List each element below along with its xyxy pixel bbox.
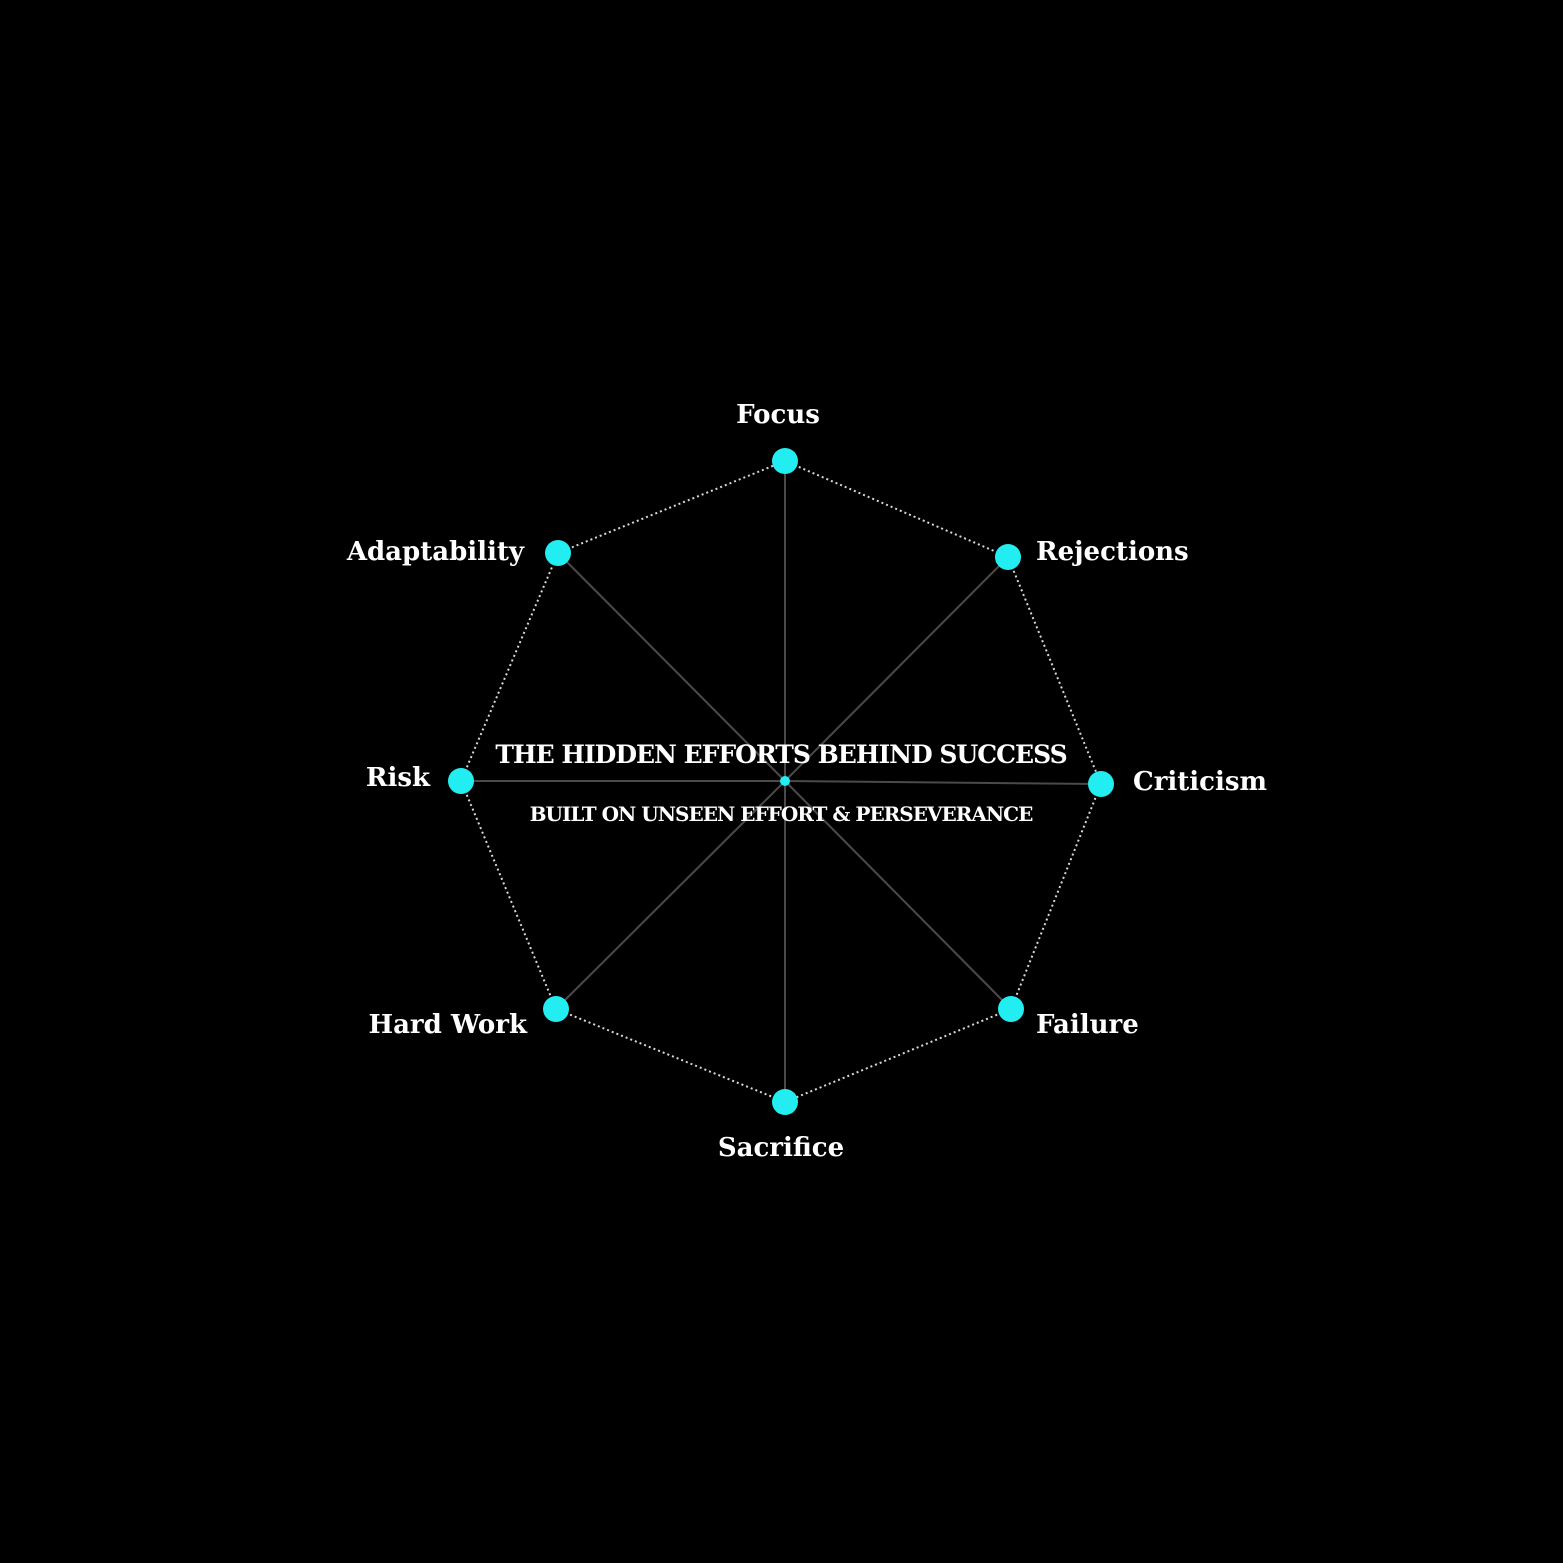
node-risk xyxy=(448,768,474,794)
node-rejections xyxy=(995,544,1021,570)
node-label-sacrifice: Sacrifice xyxy=(718,1133,844,1163)
node-label-criticism: Criticism xyxy=(1133,767,1267,797)
node-sacrifice xyxy=(772,1089,798,1115)
spoke-criticism xyxy=(784,780,1102,785)
ring-segment-sacrifice xyxy=(555,1008,786,1103)
spoke-adaptability xyxy=(557,552,786,782)
octagon-ring xyxy=(460,460,1102,1103)
node-criticism xyxy=(1088,771,1114,797)
node-label-failure: Failure xyxy=(1036,1010,1139,1040)
spokes xyxy=(461,461,1102,1102)
ring-segment-adaptability xyxy=(557,460,786,554)
node-labels: FocusRejectionsCriticismFailureSacrifice… xyxy=(346,400,1267,1163)
node-label-rejections: Rejections xyxy=(1036,537,1189,567)
node-hard-work xyxy=(543,996,569,1022)
spoke-failure xyxy=(784,780,1012,1010)
node-label-focus: Focus xyxy=(736,400,820,430)
spoke-rejections xyxy=(784,556,1009,782)
node-focus xyxy=(772,448,798,474)
node-failure xyxy=(998,996,1024,1022)
node-label-hard-work: Hard Work xyxy=(369,1010,528,1040)
diagram-title: THE HIDDEN EFFORTS BEHIND SUCCESS xyxy=(495,740,1066,769)
ring-segment-criticism xyxy=(1010,783,1102,1010)
center-dot xyxy=(780,776,790,786)
nodes xyxy=(448,448,1114,1115)
ring-segment-focus xyxy=(784,460,1009,558)
ring-segment-failure xyxy=(784,1008,1012,1103)
node-adaptability xyxy=(545,540,571,566)
ring-segment-rejections xyxy=(1007,556,1102,785)
node-label-risk: Risk xyxy=(366,763,431,793)
ring-segment-hard-work xyxy=(460,780,557,1010)
node-label-adaptability: Adaptability xyxy=(346,537,525,567)
spoke-hard-work xyxy=(555,780,786,1010)
diagram-subtitle: BUILT ON UNSEEN EFFORT & PERSEVERANCE xyxy=(530,802,1033,826)
ring-segment-risk xyxy=(460,552,559,782)
